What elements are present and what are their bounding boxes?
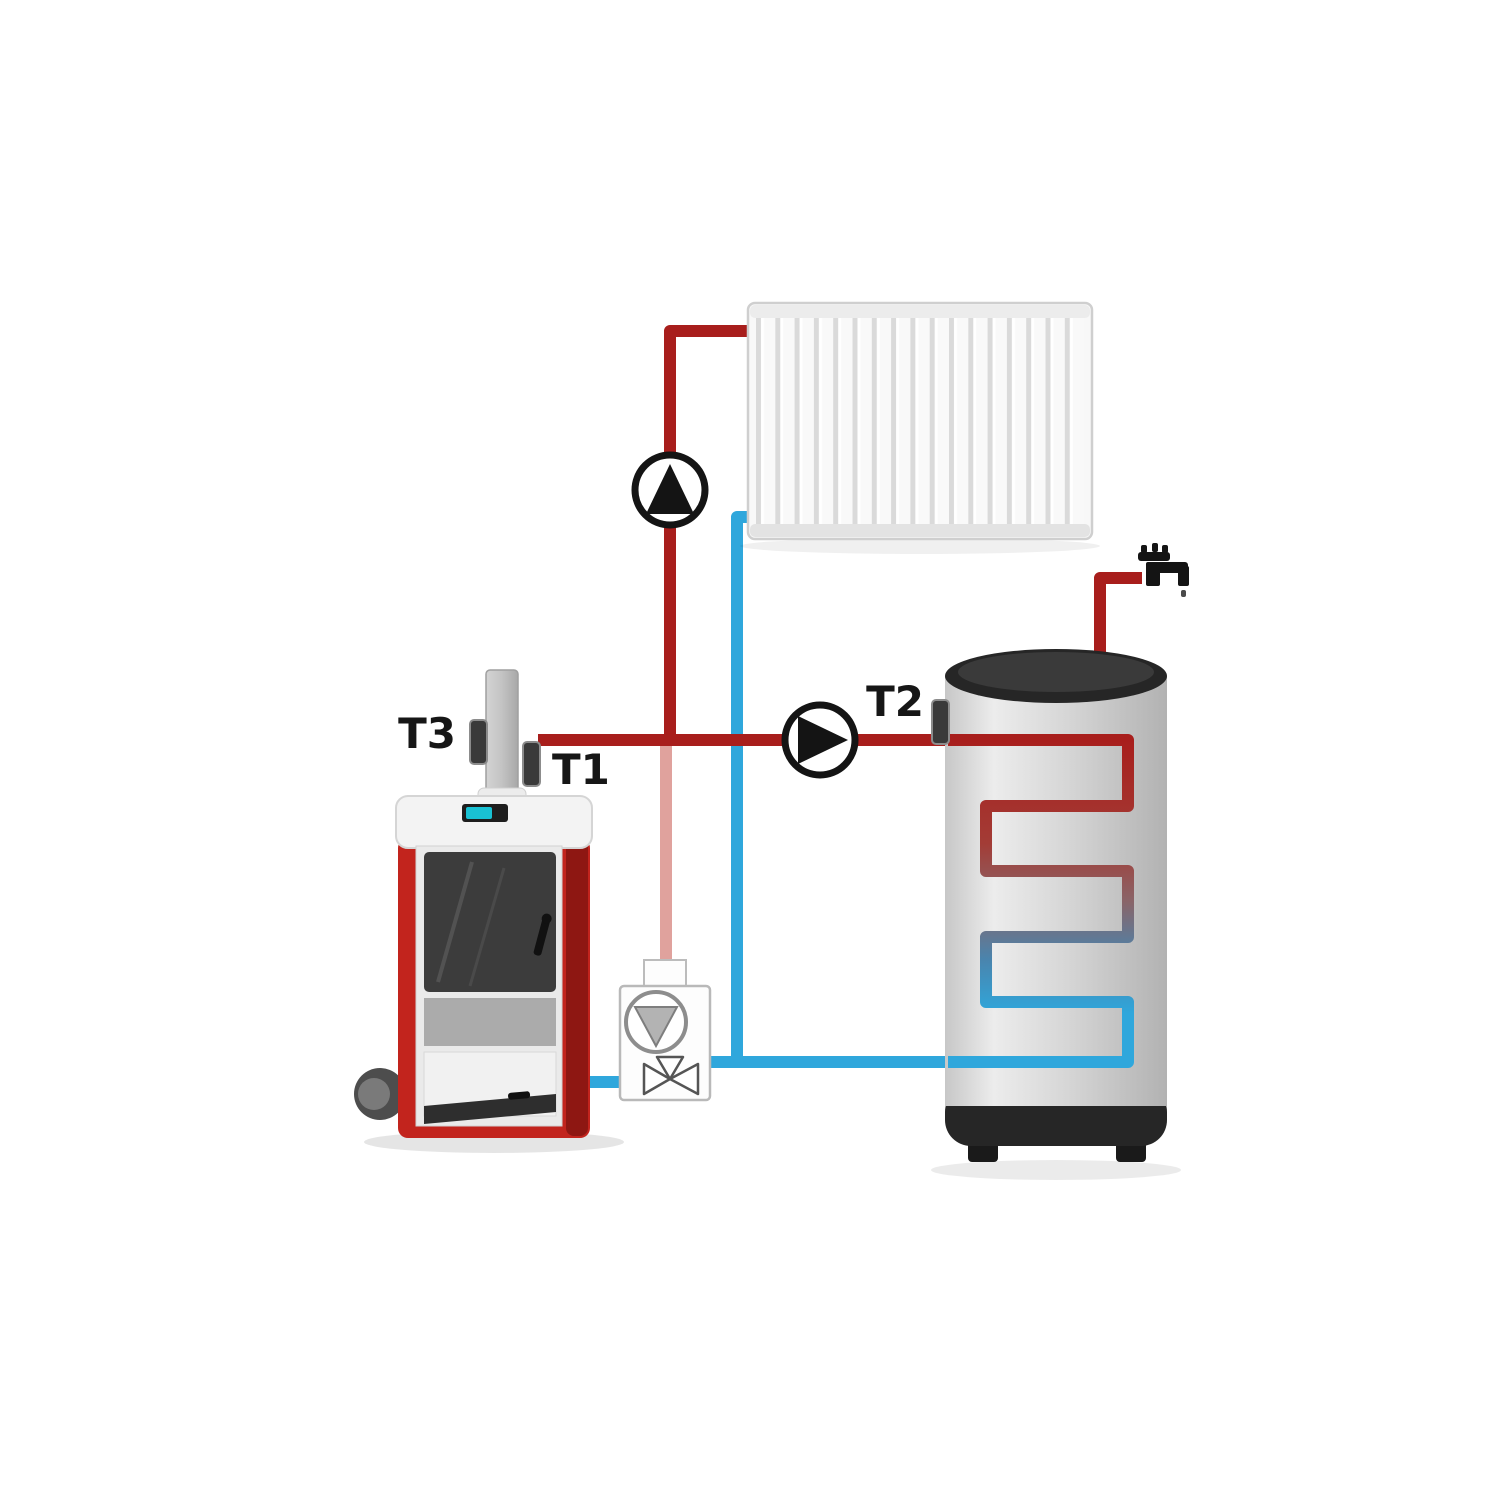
radiator (740, 301, 1100, 554)
faucet-icon (1138, 543, 1189, 597)
tank-to-faucet-pipe (1094, 572, 1142, 668)
boiler-window-glare-1 (436, 861, 474, 983)
tank-top-cap-face (958, 652, 1154, 692)
boiler-window-glare-2 (468, 867, 506, 987)
radiator-fins (756, 315, 1084, 527)
sensors (469, 699, 950, 787)
radiator-pump (631, 451, 709, 529)
label-t2: T2 (866, 677, 924, 726)
boiler-body-shade (566, 840, 588, 1136)
boiler-flue-stub-face (358, 1078, 390, 1110)
label-t1: T1 (552, 745, 610, 794)
tank-coil (948, 734, 1134, 1068)
radiator-return-pipe (731, 511, 756, 1062)
sensor-t1 (522, 741, 541, 787)
radiator-bottom-rail (750, 524, 1090, 537)
boiler-door-handle (533, 913, 552, 956)
three-way-valve-icon (642, 1055, 700, 1096)
radiator-shadow (740, 538, 1100, 554)
pump-up-arrow (646, 464, 694, 514)
radiator-top-rail (750, 305, 1090, 318)
boiler (354, 669, 624, 1153)
mixing-pump-down-arrow (633, 1006, 679, 1049)
boiler-ash-handle (508, 1091, 531, 1100)
storage-tank (931, 649, 1181, 1180)
sensor-t3 (469, 719, 488, 765)
hot-pipes (538, 325, 1142, 746)
boiler-controller-screen (466, 807, 492, 819)
tank-pump (781, 701, 859, 779)
label-t3: T3 (398, 709, 456, 758)
sensor-t2 (931, 699, 950, 745)
mixing-unit (618, 959, 712, 1102)
pump-right-arrow (798, 716, 848, 764)
boiler-ash-slot (424, 1094, 556, 1124)
boiler-mid-band (424, 998, 556, 1046)
tank-shadow (931, 1160, 1181, 1180)
radiator-supply-pipe (664, 325, 754, 746)
